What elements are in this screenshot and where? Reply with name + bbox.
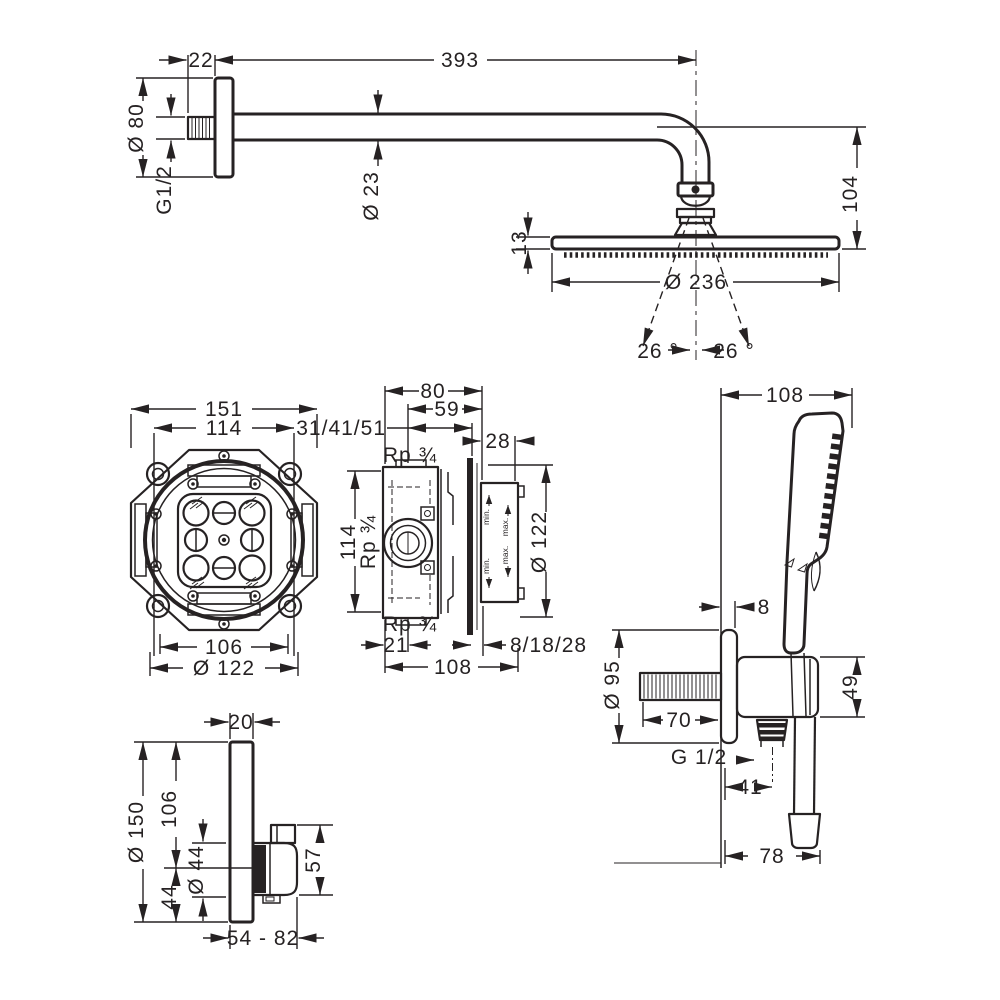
ibox-side-body: min. max. min. max. (381, 458, 525, 635)
wall-flange (186, 76, 235, 179)
port-holes (182, 499, 266, 582)
dim-install-range: 54 - 82 (227, 927, 299, 950)
thermostat-handle (251, 823, 299, 904)
dim-front-depth: 28 (485, 430, 510, 453)
shower-hose (787, 716, 822, 850)
dim-ibox-side-diameter: Ø 122 (528, 511, 551, 573)
dim-arm-offset: 22 (188, 49, 213, 72)
thermostat-trim-drawing: 20 Ø 150 106 44 Ø 44 57 54 - 82 (125, 711, 333, 950)
dim-plate-offset: 8 (758, 596, 771, 619)
shower-arm (233, 112, 711, 183)
ibox-function-block (176, 492, 273, 590)
dim-arm-thread: G1/2 (153, 165, 176, 215)
dim-handle-diameter: Ø 44 (185, 845, 208, 895)
outlet-nut (755, 718, 789, 782)
min-label: min. (481, 558, 491, 574)
edge-brackets (134, 464, 314, 616)
dim-ibox-depth-front: 59 (434, 398, 459, 421)
ball-joint (673, 181, 718, 237)
dim-total-depth: 108 (434, 656, 472, 679)
dim-ibox-bolt-spacing: 106 (205, 636, 243, 659)
mounting-ears (145, 461, 303, 619)
dim-head-height: 104 (839, 175, 862, 213)
dim-plaster-range: 8/18/28 (510, 634, 587, 657)
dim-pipe-length: 70 (666, 709, 691, 732)
max-label: max. (500, 518, 510, 536)
hand-shower-wand (782, 411, 845, 655)
min-label: min. (481, 509, 491, 525)
wall-escutcheon (638, 628, 739, 745)
dim-ibox-diameter: Ø 122 (193, 657, 255, 680)
dim-spray-angle-right: 26 ° (713, 340, 755, 363)
dim-ibox-width-outer: 151 (205, 398, 243, 421)
dim-ibox-height: 114 (337, 524, 360, 560)
ibox-flange (129, 448, 319, 632)
thread-label-mid: Rp ¾ (357, 515, 380, 569)
dim-ibox-depth: 80 (420, 380, 445, 403)
dim-handle-height: 57 (302, 847, 325, 872)
screws (150, 450, 298, 630)
dim-ibox-width-inner: 114 (206, 417, 242, 440)
dim-outlet-offset: 41 (737, 776, 762, 799)
dim-install-depth: 31/41/51 (296, 417, 386, 440)
hand-shower-drawing: 108 (601, 384, 865, 868)
basic-set-side-drawing: 80 59 31/41/51 28 Rp ¾ 114 Rp ¾ Ø 122 Rp… (296, 380, 587, 679)
dim-rear-depth: 21 (383, 634, 408, 657)
dim-holder-depth: 78 (759, 845, 784, 868)
dim-spray-angle-left: 26 ° (637, 340, 679, 363)
plaster-depth-housing: min. max. min. max. (479, 481, 525, 604)
dim-arm-length: 393 (441, 49, 479, 72)
dim-plate-thickness: 13 (508, 230, 531, 255)
spray-face (818, 433, 842, 542)
clip-hatching (189, 496, 259, 590)
dim-pipe-diameter: Ø 23 (360, 171, 383, 221)
shower-holder (735, 652, 820, 719)
dim-handshower-width: 108 (766, 384, 804, 407)
thread-label-outlet: G 1/2 (671, 746, 727, 769)
shower-head-plate (550, 235, 841, 258)
dim-escutcheon-diameter: Ø 95 (601, 660, 624, 710)
thread-label-top: Rp ¾ (383, 444, 437, 467)
dim-holder-height: 49 (839, 674, 862, 699)
dim-flange-diameter: Ø 80 (125, 103, 148, 153)
dim-upper-height: 106 (158, 790, 181, 828)
max-label: max. (500, 546, 510, 564)
trim-plate (228, 740, 255, 924)
hidden-lines (388, 480, 431, 605)
basic-set-front-drawing: 151 114 106 Ø 122 (129, 398, 319, 680)
mounting-plate (467, 458, 473, 635)
dim-trim-thickness: 20 (228, 711, 253, 734)
dim-lower-height: 44 (158, 884, 181, 909)
overhead-shower-drawing: 22 393 Ø 80 G1/2 Ø 23 104 13 Ø 236 (125, 49, 866, 363)
dim-trim-diameter: Ø 150 (125, 801, 148, 863)
